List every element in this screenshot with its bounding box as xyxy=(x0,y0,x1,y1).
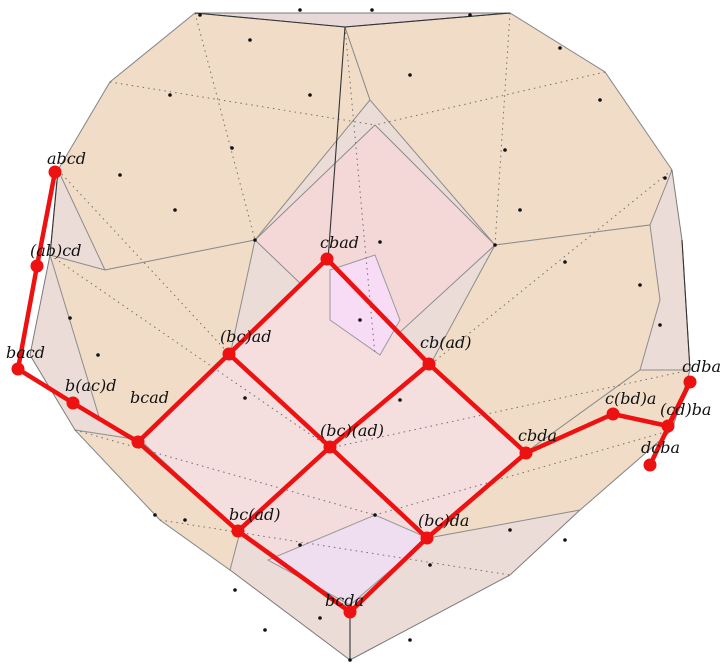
node-bacd xyxy=(11,362,25,376)
vertex-dot xyxy=(598,98,602,102)
node-bc-ad-upper xyxy=(222,347,236,361)
hidden-edge xyxy=(159,519,511,576)
node-abcd xyxy=(48,165,62,179)
label-cbad: cbad xyxy=(320,233,359,252)
node-dcba xyxy=(643,458,657,472)
label-bcda: bcda xyxy=(325,591,364,610)
path-labels: abcd (ab)cd bacd b(ac)d bcad (bc)ad cbad… xyxy=(6,149,721,610)
node-cbad xyxy=(320,252,334,266)
label-bc-ad-lower: bc(ad) xyxy=(229,505,280,524)
vertex-dot xyxy=(518,208,522,212)
vertex-dot xyxy=(263,628,267,632)
vertex-dot xyxy=(198,13,202,17)
vertex-dot xyxy=(408,73,412,77)
vertex-dot xyxy=(298,8,302,12)
label-dcba: dcba xyxy=(641,438,680,457)
vertex-dot xyxy=(563,538,567,542)
vertex-dot xyxy=(348,658,352,662)
vertex-dot xyxy=(308,93,312,97)
vertex-dot xyxy=(558,46,562,50)
label-bc-da: (bc)da xyxy=(418,511,469,530)
hidden-edge xyxy=(494,12,511,246)
label-bc-ad-upper: (bc)ad xyxy=(220,327,271,346)
vertex-dot xyxy=(153,513,157,517)
vertex-dot xyxy=(358,318,362,322)
node-cbda xyxy=(519,446,533,460)
front-edge xyxy=(327,26,346,261)
vertex-dot xyxy=(233,588,237,592)
front-edge xyxy=(681,239,691,371)
vertex-dot xyxy=(503,148,507,152)
vertex-dot xyxy=(663,176,667,180)
node-b-ac-d xyxy=(66,396,80,410)
upper-right-pentagon-face xyxy=(344,12,673,246)
label-bacd: bacd xyxy=(6,343,45,362)
vertex-dot xyxy=(118,173,122,177)
vertex-dot xyxy=(370,8,374,12)
vertex-dot xyxy=(563,260,567,264)
vertex-dot xyxy=(248,38,252,42)
vertex-dot xyxy=(408,638,412,642)
vertex-dot xyxy=(638,283,642,287)
label-cdba: cdba xyxy=(682,357,721,376)
vertex-dot xyxy=(183,518,187,522)
hidden-edges xyxy=(49,12,691,576)
path-nodes xyxy=(11,165,697,619)
vertex-dot xyxy=(230,146,234,150)
vertex-dot xyxy=(298,543,302,547)
front-edge xyxy=(49,169,59,256)
node-bcda xyxy=(343,605,357,619)
label-cb-ad: cb(ad) xyxy=(420,333,471,352)
label-b-ac-d: b(ac)d xyxy=(65,376,116,395)
hidden-edge xyxy=(74,429,376,516)
polytope-faces xyxy=(29,12,691,661)
label-bc-ad-pair: (bc)(ad) xyxy=(320,421,384,440)
node-bc-da xyxy=(420,531,434,545)
vertex-dot xyxy=(318,616,322,620)
vertex-dot xyxy=(68,316,72,320)
hidden-edge xyxy=(429,169,673,366)
node-cd-ba xyxy=(661,419,675,433)
vertex-dot xyxy=(373,513,377,517)
node-c-bd-a xyxy=(606,407,620,421)
vertex-dot xyxy=(253,238,257,242)
label-cbda: cbda xyxy=(518,426,557,445)
node-bc-ad-lower xyxy=(231,524,245,538)
vertex-dot xyxy=(243,396,247,400)
node-cdba xyxy=(683,375,697,389)
small-vertices xyxy=(68,8,667,662)
node-cb-ad xyxy=(422,357,436,371)
front-edge xyxy=(344,12,511,28)
label-c-bd-a: c(bd)a xyxy=(605,389,656,408)
vertex-dot xyxy=(173,208,177,212)
vertex-dot xyxy=(168,93,172,97)
label-abcd: abcd xyxy=(47,149,86,168)
node-ab-cd xyxy=(30,259,44,273)
hidden-edge xyxy=(194,12,256,241)
node-bcad xyxy=(131,435,145,449)
hidden-edge xyxy=(109,81,376,126)
node-bc-ad-pair xyxy=(323,440,337,454)
hidden-edge xyxy=(329,369,691,449)
label-bcad: bcad xyxy=(130,388,169,407)
vertex-dot xyxy=(658,323,662,327)
vertex-dot xyxy=(96,353,100,357)
front-edges xyxy=(49,12,691,660)
vertex-dot xyxy=(493,243,497,247)
vertex-dot xyxy=(398,398,402,402)
label-cd-ba: (cd)ba xyxy=(660,400,711,419)
hidden-edge xyxy=(374,71,606,126)
hidden-edge xyxy=(374,429,673,516)
vertex-dot xyxy=(468,13,472,17)
vertex-dot xyxy=(508,528,512,532)
vertex-dot xyxy=(428,563,432,567)
front-edge xyxy=(194,12,346,28)
label-ab-cd: (ab)cd xyxy=(30,241,81,260)
vertex-dot xyxy=(378,240,382,244)
